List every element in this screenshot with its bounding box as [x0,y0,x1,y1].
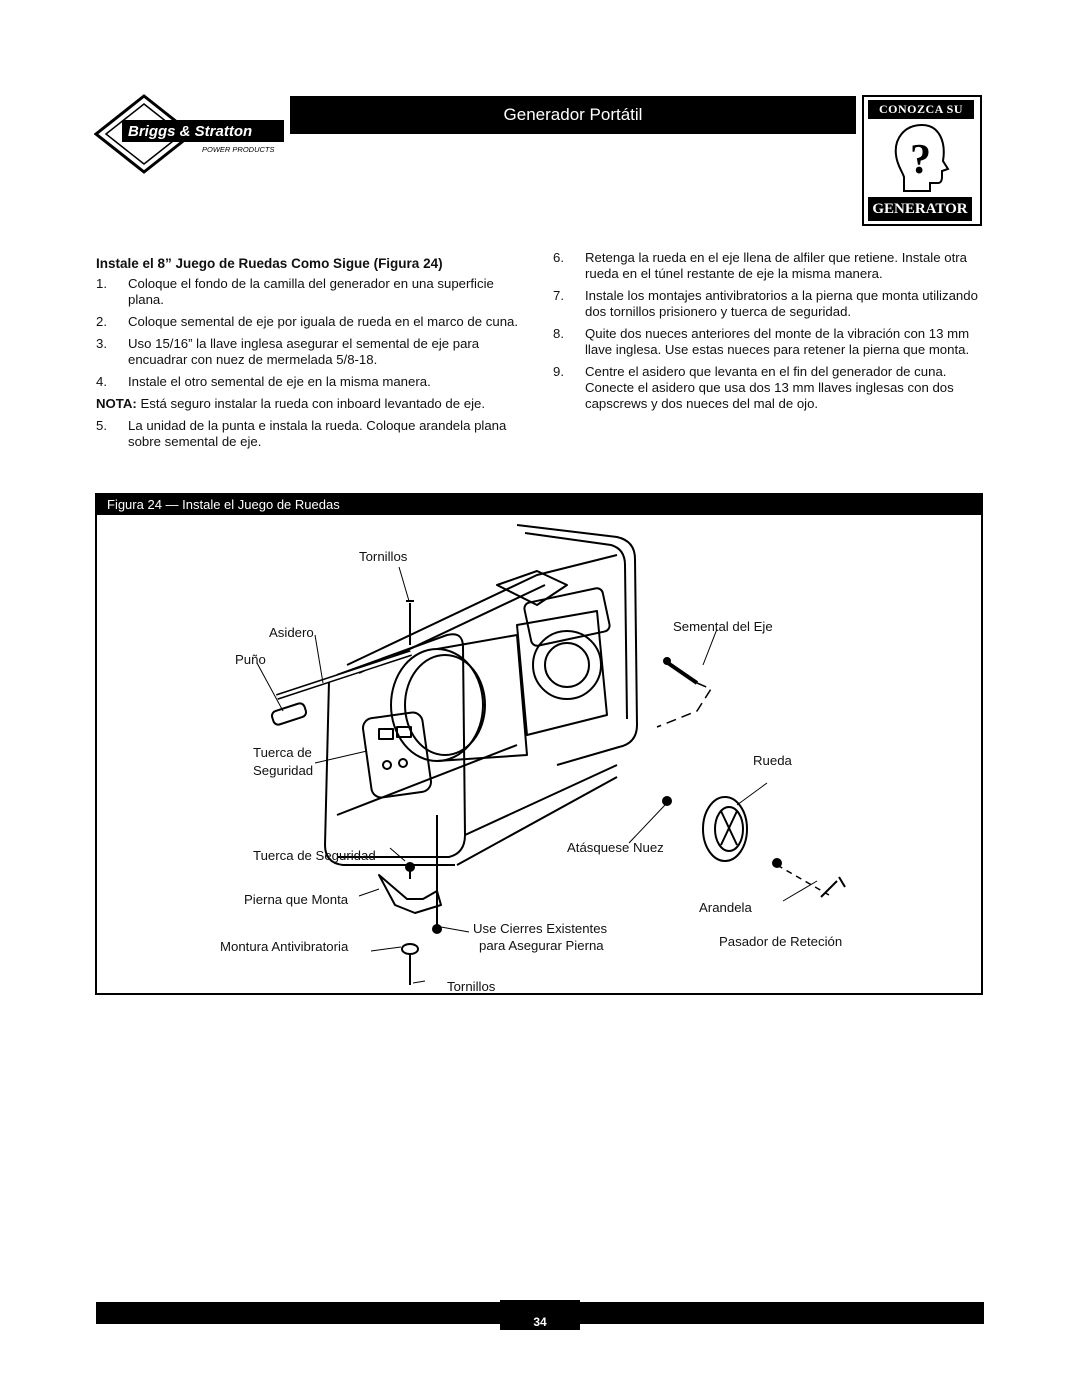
note-label: NOTA: [96,396,137,411]
list-item: 9. Centre el asidero que levanta en el f… [553,364,983,412]
step-number: 7. [553,288,564,303]
figure-title: Figura 24 — Instale el Juego de Ruedas [97,495,981,515]
label-seguridad: Seguridad [253,763,314,778]
list-item: 7. Instale los montajes antivibratorios … [553,288,983,320]
label-tornillos-bottom: Tornillos [447,979,496,994]
step-text: Uso 15/16” la llave inglesa asegurar el … [128,336,480,367]
note-text: Está seguro instalar la rueda con inboar… [136,396,486,411]
label-arandela: Arandela [699,900,752,915]
label-rueda: Rueda [753,753,792,768]
list-item: 6. Retenga la rueda en el eje llena de a… [553,250,983,282]
step-text: La unidad de la punta e instala la rueda… [128,418,507,449]
badge-top-text: CONOZCA SU [868,100,974,119]
step-text: Instale los montajes antivibratorios a l… [585,288,978,319]
label-asidero: Asidero [269,625,314,640]
list-item: 8. Quite dos nueces anteriores del monte… [553,326,983,358]
step-text: Instale el otro semental de eje en la mi… [128,374,431,389]
generator-diagram [256,524,846,985]
label-para-asegurar: para Asegurar Pierna [479,938,604,953]
label-pasador: Pasador de Reteción [719,934,843,949]
left-instructions: Instale el 8” Juego de Ruedas Como Sigue… [96,256,530,456]
list-item: 4. Instale el otro semental de eje en la… [96,374,530,390]
label-use-cierres: Use Cierres Existentes [473,921,608,936]
list-item: 2. Coloque semental de eje por iguala de… [96,314,530,330]
step-number: 1. [96,276,107,291]
question-head-icon: ? [894,123,950,192]
label-montura-antivibratoria: Montura Antivibratoria [220,939,349,954]
step-number: 5. [96,418,107,433]
step-number: 4. [96,374,107,389]
label-tuerca-de-seguridad: Tuerca de Seguridad [253,848,376,863]
label-tornillos-top: Tornillos [359,549,408,564]
step-number: 9. [553,364,564,379]
step-number: 8. [553,326,564,341]
list-item: 5. La unidad de la punta e instala la ru… [96,418,530,450]
step-text: Quite dos nueces anteriores del monte de… [585,326,970,357]
svg-text:POWER PRODUCTS: POWER PRODUCTS [202,145,275,154]
step-number: 2. [96,314,107,329]
briggs-stratton-logo: Briggs & Stratton POWER PRODUCTS [93,94,294,174]
note: NOTA: Está seguro instalar la rueda con … [96,396,530,412]
step-number: 6. [553,250,564,265]
section-heading: Instale el 8” Juego de Ruedas Como Sigue… [96,256,443,271]
badge-bottom-text: GENERATOR [868,197,972,221]
list-item: 1. Coloque el fondo de la camilla del ge… [96,276,530,308]
step-text: Coloque semental de eje por iguala de ru… [128,314,519,329]
conozca-su-generator-badge: CONOZCA SU ? GENERATOR [862,95,982,226]
label-tuerca-de: Tuerca de [253,745,312,760]
step-text: Centre el asidero que levanta en el fin … [585,364,954,411]
svg-text:Briggs & Stratton: Briggs & Stratton [128,123,252,140]
page-number: 34 [500,1300,580,1330]
step-text: Coloque el fondo de la camilla del gener… [128,276,494,307]
step-text: Retenga la rueda en el eje llena de alfi… [585,250,967,281]
label-semental-del-eje: Semental del Eje [673,619,773,634]
document-title: Generador Portátil [290,96,856,134]
svg-text:?: ? [910,137,931,183]
step-number: 3. [96,336,107,351]
right-instructions: 6. Retenga la rueda en el eje llena de a… [553,250,983,418]
list-item: 3. Uso 15/16” la llave inglesa asegurar … [96,336,530,368]
label-puno: Puño [235,652,266,667]
label-atasquese-nuez: Atásquese Nuez [567,840,664,855]
figure-24: Figura 24 — Instale el Juego de Ruedas [95,493,983,995]
label-pierna-que-monta: Pierna que Monta [244,892,349,907]
